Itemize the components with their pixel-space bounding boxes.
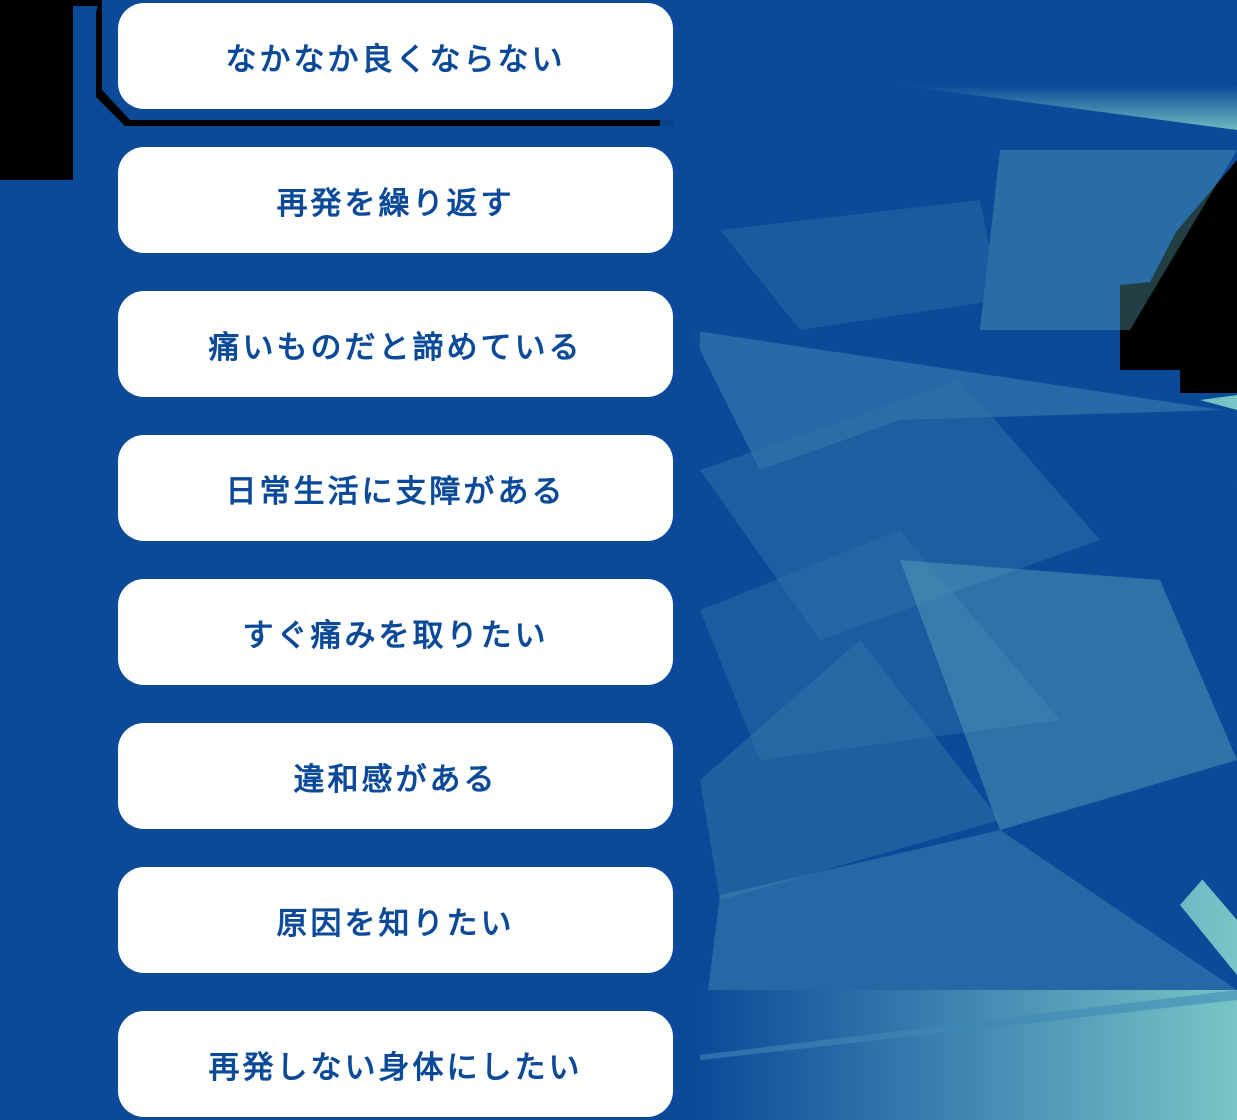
concern-label: 痛いものだと諦めている — [208, 329, 583, 366]
left-bracket-shape — [0, 6, 130, 1120]
concern-label: 日常生活に支障がある — [225, 473, 566, 510]
concern-item-6: 違和感がある — [118, 723, 673, 829]
concern-label: 原因を知りたい — [276, 905, 515, 942]
concern-item-7: 原因を知りたい — [118, 867, 673, 973]
concern-item-2: 再発を繰り返す — [118, 147, 673, 253]
concern-item-1: なかなか良くならない — [118, 3, 673, 109]
concern-item-4: 日常生活に支障がある — [118, 435, 673, 541]
concern-label: 再発しない身体にしたい — [208, 1049, 583, 1086]
concern-label: 違和感がある — [293, 761, 498, 798]
concern-label: なかなか良くならない — [225, 41, 566, 78]
concern-item-3: 痛いものだと諦めている — [118, 291, 673, 397]
concern-item-5: すぐ痛みを取りたい — [118, 579, 673, 685]
concern-label: 再発を繰り返す — [276, 185, 515, 222]
concern-item-8: 再発しない身体にしたい — [118, 1011, 673, 1117]
concern-label: すぐ痛みを取りたい — [242, 617, 549, 654]
